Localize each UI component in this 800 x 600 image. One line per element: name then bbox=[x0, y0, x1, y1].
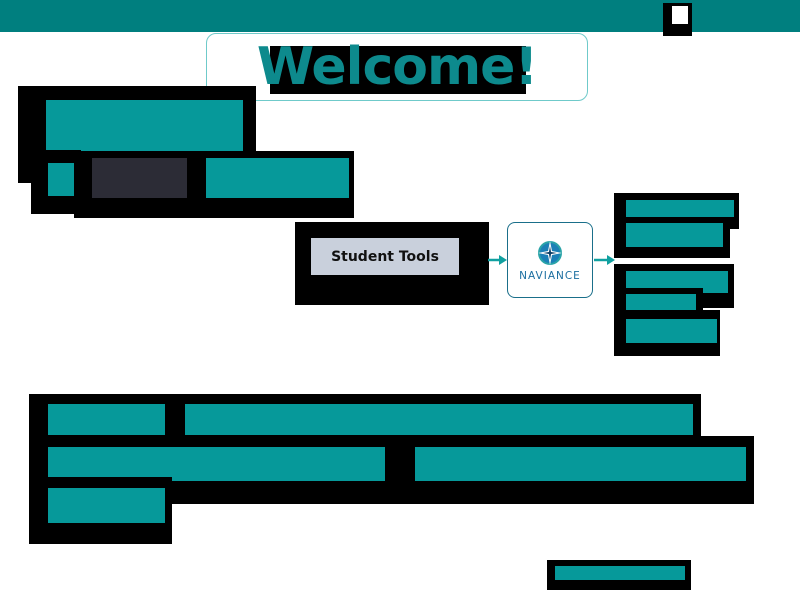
redacted-dark-button[interactable] bbox=[92, 158, 187, 198]
compass-star-icon bbox=[538, 241, 562, 265]
redacted-bar bbox=[626, 319, 717, 343]
student-tools-button[interactable]: Student Tools bbox=[311, 238, 459, 275]
redacted-bar bbox=[48, 488, 165, 523]
redacted-bar bbox=[626, 271, 728, 293]
redacted-bar bbox=[555, 566, 685, 580]
redacted-bar bbox=[626, 294, 696, 312]
redacted-bar bbox=[185, 404, 693, 435]
redacted-bar bbox=[46, 100, 243, 152]
welcome-title: Welcome! bbox=[256, 37, 538, 97]
redacted-bar bbox=[48, 404, 165, 435]
redacted-bar bbox=[48, 447, 385, 481]
window-icon bbox=[672, 6, 688, 24]
redacted-bar bbox=[415, 447, 746, 481]
redacted-bar bbox=[626, 200, 734, 217]
welcome-title-shadow bbox=[270, 46, 526, 94]
arrow-right-icon bbox=[488, 255, 507, 265]
redacted-bar bbox=[626, 223, 723, 247]
redacted-bar bbox=[48, 163, 77, 196]
naviance-logo-card[interactable]: NAVIANCE bbox=[507, 222, 593, 298]
arrow-right-icon bbox=[594, 255, 615, 265]
naviance-wordmark: NAVIANCE bbox=[519, 270, 581, 282]
redacted-bar bbox=[206, 158, 349, 198]
